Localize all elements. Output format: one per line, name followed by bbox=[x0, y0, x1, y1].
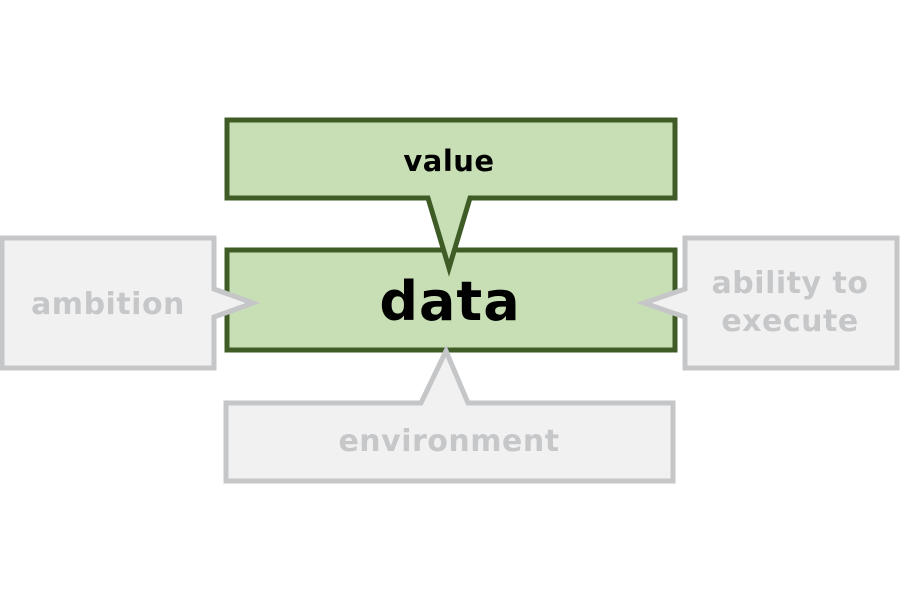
environment-label: environment bbox=[338, 424, 559, 459]
ambition-label: ambition bbox=[31, 287, 185, 322]
value-callout bbox=[224, 117, 678, 277]
ability-label-line2: execute bbox=[721, 304, 858, 339]
ambition-callout bbox=[0, 235, 261, 371]
ability-callout bbox=[636, 235, 900, 371]
environment-callout bbox=[223, 344, 676, 484]
data-box bbox=[224, 247, 678, 353]
value-label: value bbox=[403, 144, 494, 178]
ability-label-line1: ability to bbox=[712, 266, 869, 301]
data-label: data bbox=[379, 270, 520, 333]
